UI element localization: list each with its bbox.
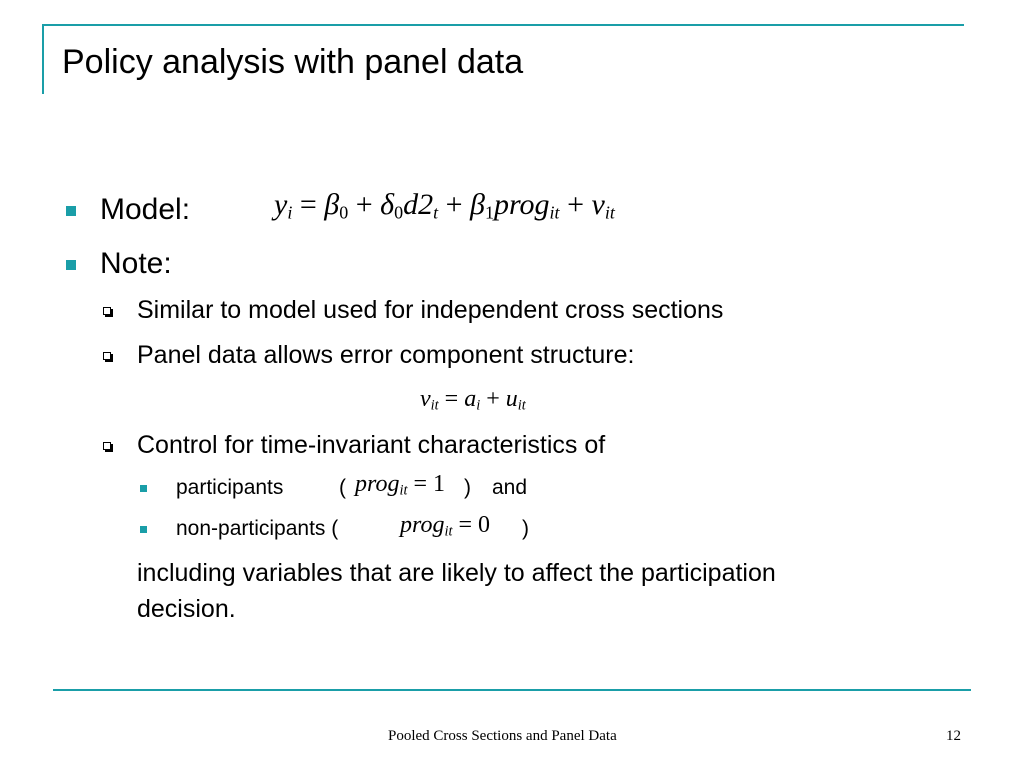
sub-bullet-error-structure: Panel data allows error component struct… xyxy=(137,341,635,369)
error-component-equation: vit = ai + uit xyxy=(420,386,526,414)
page-number: 12 xyxy=(946,728,961,744)
hollow-square-bullet-icon xyxy=(103,442,111,450)
sub-bullet-time-invariant: Control for time-invariant characteristi… xyxy=(137,431,606,459)
participants-equation: progit = 1 xyxy=(355,471,445,499)
slide-title: Policy analysis with panel data xyxy=(62,43,524,81)
footer-title: Pooled Cross Sections and Panel Data xyxy=(388,728,617,744)
bullet-square-icon xyxy=(66,260,76,270)
bullet-model-label: Model: xyxy=(100,193,191,226)
title-frame xyxy=(42,24,964,94)
participants-open-paren: ( xyxy=(339,476,346,499)
participants-close-paren: ) xyxy=(464,476,471,499)
non-participants-close-paren: ) xyxy=(522,517,529,540)
hollow-square-bullet-icon xyxy=(103,307,111,315)
continuation-text-line-1: including variables that are likely to a… xyxy=(137,559,776,587)
small-square-bullet-icon xyxy=(140,485,147,492)
bullet-square-icon xyxy=(66,206,76,216)
small-square-bullet-icon xyxy=(140,526,147,533)
sub-bullet-cross-sections: Similar to model used for independent cr… xyxy=(137,296,724,324)
participants-label: participants xyxy=(176,476,284,499)
non-participants-equation: progit = 0 xyxy=(400,512,490,540)
bullet-note-label: Note: xyxy=(100,247,172,280)
hollow-square-bullet-icon xyxy=(103,352,111,360)
participants-and: and xyxy=(492,476,528,499)
model-equation: yi = β0 + δ0d2t + β1progit + vit xyxy=(274,188,615,223)
footer-divider xyxy=(53,689,971,691)
non-participants-label: non-participants ( xyxy=(176,517,339,540)
continuation-text-line-2: decision. xyxy=(137,595,236,623)
